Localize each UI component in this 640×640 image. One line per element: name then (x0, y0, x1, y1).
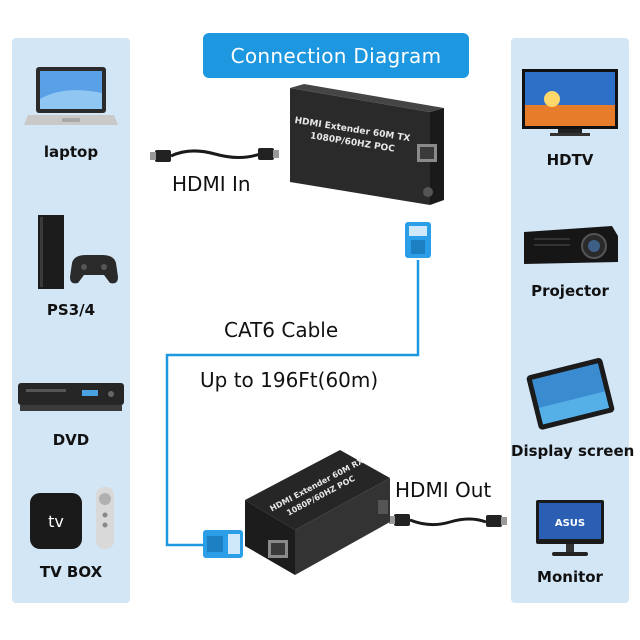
monitor-icon: ASUS (536, 500, 604, 556)
cat6-cable-label: CAT6 Cable (224, 318, 339, 342)
dvd-player-icon (18, 383, 124, 411)
hdmi-in-cable-icon (150, 148, 279, 162)
display-label: Projector (531, 282, 609, 300)
svg-text:ASUS: ASUS (555, 518, 585, 529)
hdmi-out-label: HDMI Out (395, 478, 492, 502)
display-label: Monitor (537, 568, 603, 586)
source-dvd: DVD (12, 373, 130, 449)
svg-text:tv: tv (48, 512, 64, 531)
display-projector: Projector (511, 218, 629, 300)
source-laptop: laptop (12, 63, 130, 161)
receiver-unit (245, 450, 390, 575)
source-label: DVD (52, 431, 90, 449)
tv-icon (522, 69, 618, 136)
display-label: HDTV (546, 151, 594, 169)
cat6-cable-line (165, 260, 420, 547)
rj45-connector-icon (203, 530, 243, 558)
transmitter-unit (290, 84, 444, 205)
game-console-icon (38, 215, 118, 289)
rj45-connector-icon (405, 222, 431, 258)
display-devices-panel: HDTV Projector Display screen ASUS (511, 38, 635, 603)
cable-range-label: Up to 196Ft(60m) (200, 368, 379, 392)
laptop-icon (24, 67, 118, 125)
tv-box-icon: tv (30, 487, 114, 549)
hdmi-in-label: HDMI In (172, 172, 251, 196)
hdmi-out-cable-icon (389, 514, 507, 527)
projector-icon (524, 226, 618, 264)
display-label: Display screen (511, 442, 635, 460)
source-ps: PS3/4 (12, 213, 130, 319)
source-label: PS3/4 (46, 301, 96, 319)
diagram-title: Connection Diagram (203, 33, 469, 78)
display-screen: Display screen (511, 356, 635, 460)
display-monitor: ASUS Monitor (511, 498, 629, 586)
source-label: TV BOX (39, 563, 103, 581)
source-tv-box: tv TV BOX (12, 483, 130, 581)
tablet-icon (526, 358, 615, 430)
display-hdtv: HDTV (511, 65, 629, 169)
source-label: laptop (43, 143, 99, 161)
source-devices-panel: laptop PS3/4 DVD tv TV BOX (12, 38, 130, 603)
